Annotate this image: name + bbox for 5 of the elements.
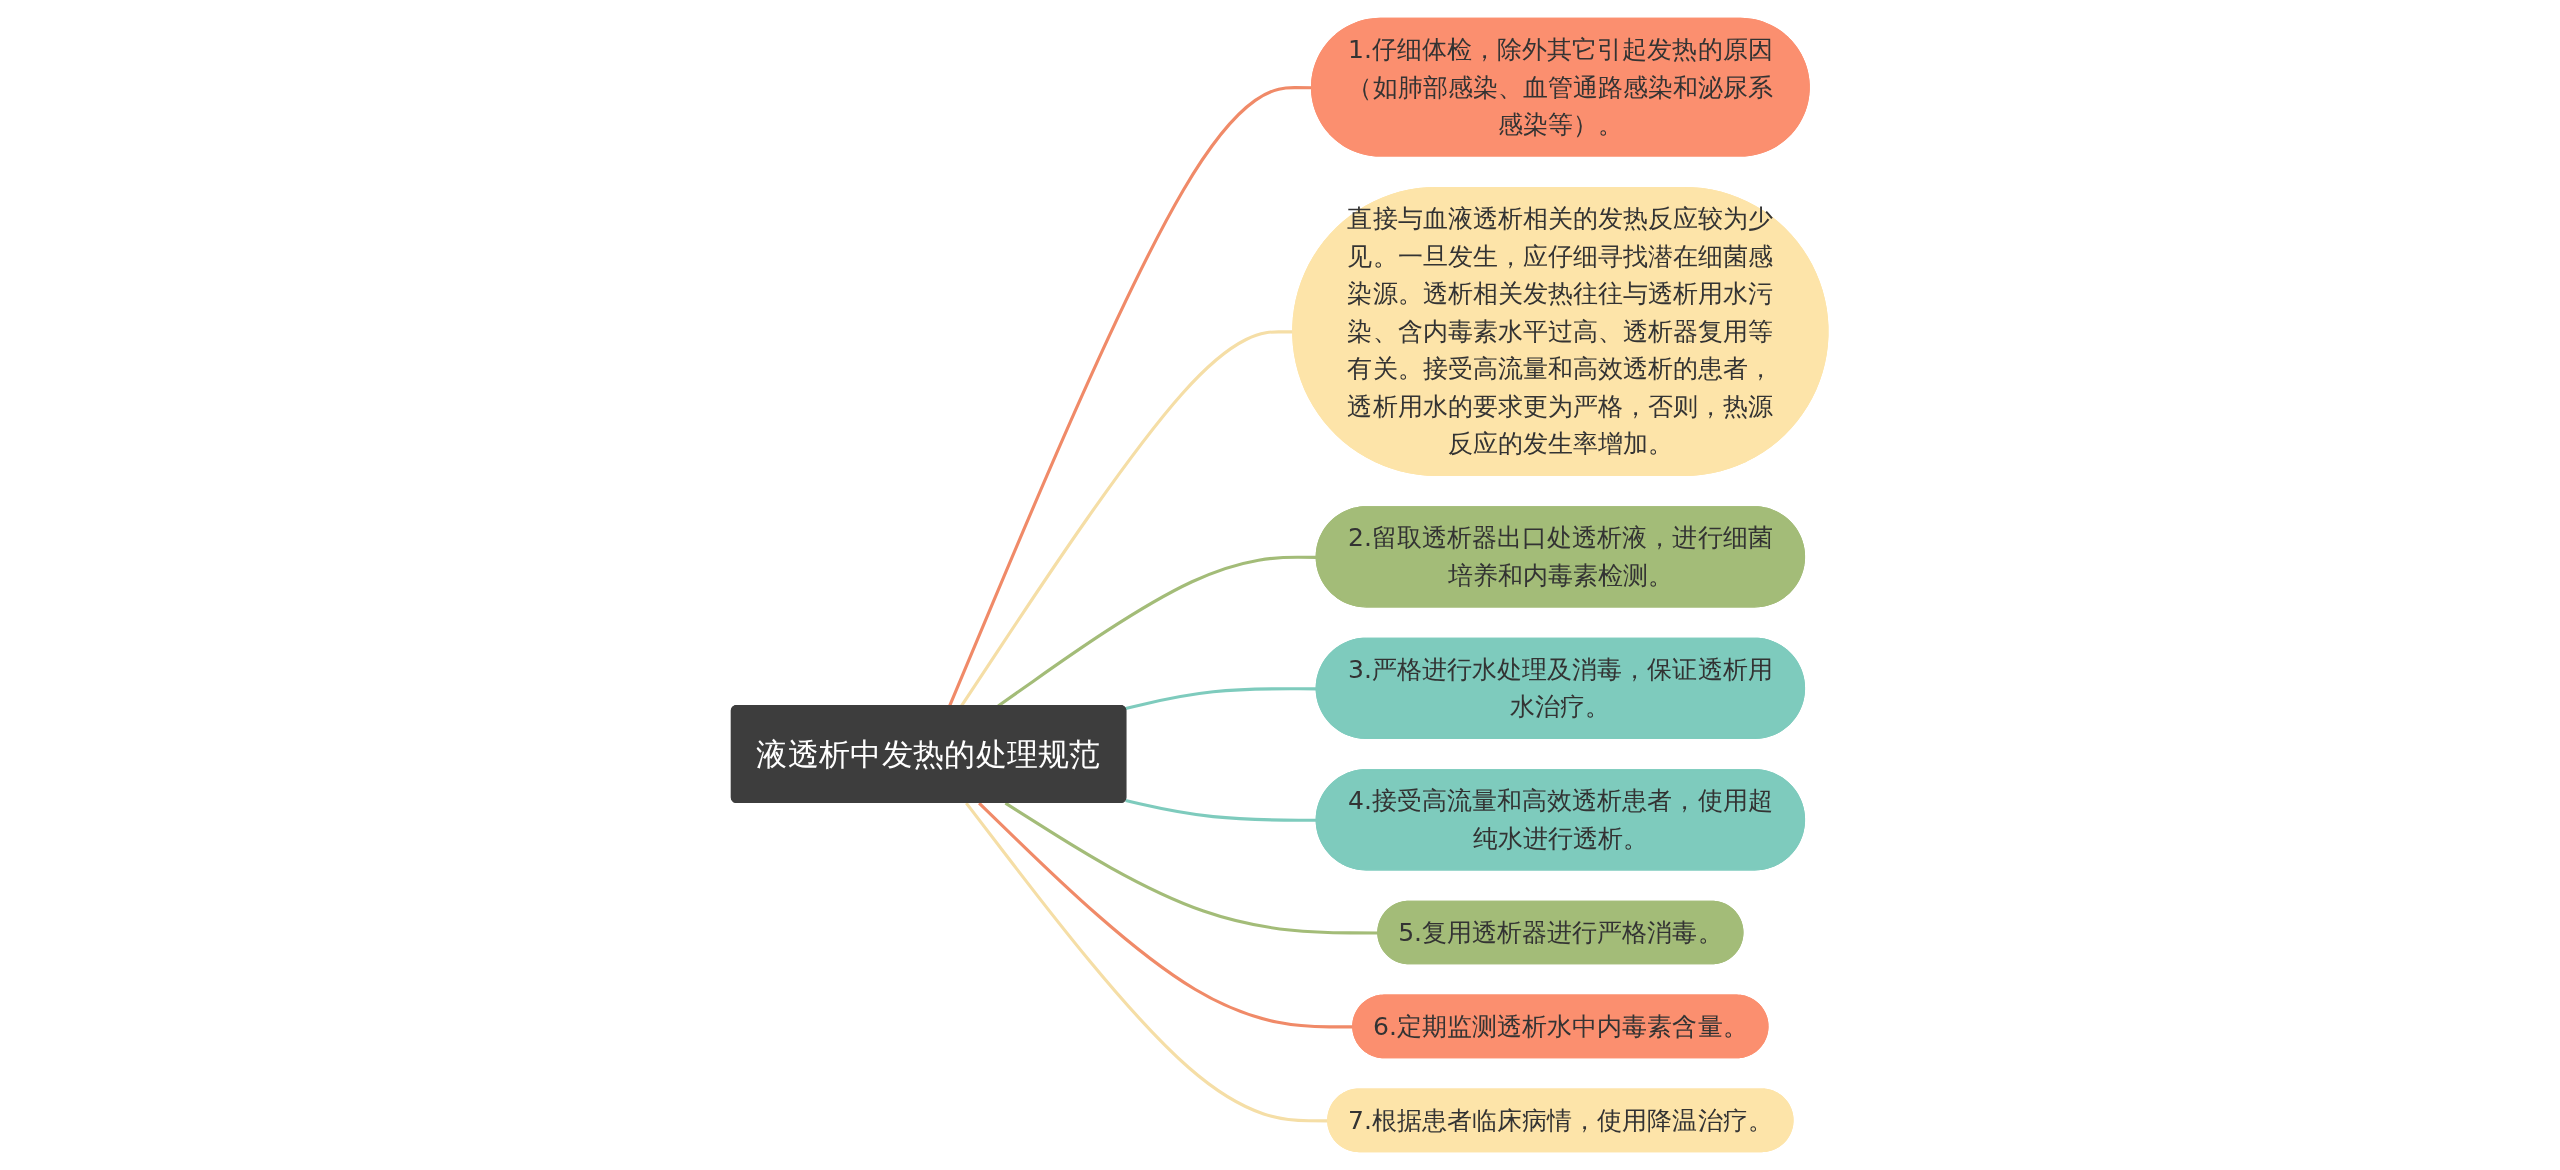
- connector: [960, 330, 1294, 707]
- connector: [978, 801, 1354, 1029]
- mind-map-drawing: 液透析中发热的处理规范 1.仔细体检，除外其它引起发热的原因（如肺部感染、血管通路感染和泌尿系感染等）。 直接与血液透析相关的发热反应较为少见。一旦发生，应仔细寻找潜在细菌感染源。透析相关发热往往与透析用水污染、含内毒素水平过高、透析器复用等有关。接受高流量和高效透析的患者，透析用水的要求更为严格，否则，热源反应的发生率增加。 2.留取透析器出口处透析液，进行细菌培养和内毒素检测。 3.严格进行水处理及消毒，保证透析用水治疗。 4.接受高流量和高效透析患者，使用超纯水进行透析。 5.复用透析器进行严格消毒。 6.定期监测透析水中内毒素含量。 7.根据患者临床病情，使用降温治疗。: [723, 10, 1837, 1160]
- connector: [965, 802, 1329, 1123]
- connector: [1004, 801, 1379, 935]
